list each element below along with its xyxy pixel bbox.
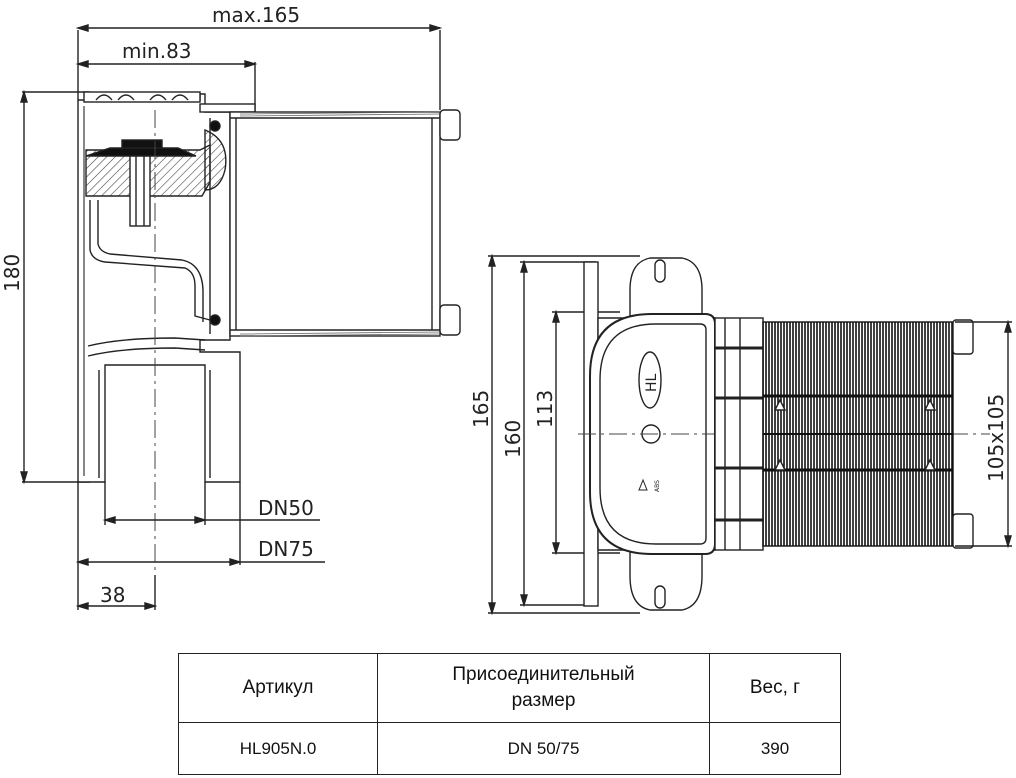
header-weight: Вес, г xyxy=(709,653,841,723)
label-min-83: min.83 xyxy=(122,39,192,63)
drawing-svg: max.165 min.83 180 xyxy=(0,3,1012,616)
label-160: 160 xyxy=(501,420,525,458)
cell-article: HL905N.0 xyxy=(178,722,378,775)
cell-weight: 390 xyxy=(709,722,841,775)
label-38: 38 xyxy=(100,583,125,607)
dim-160 xyxy=(520,259,596,608)
label-113: 113 xyxy=(533,390,557,428)
label-165: 165 xyxy=(469,390,493,428)
label-105x105: 105x105 xyxy=(984,394,1008,482)
dim-dn75 xyxy=(75,482,325,610)
dim-dn50 xyxy=(102,482,320,525)
logo-text: HL xyxy=(644,373,660,392)
dim-38 xyxy=(75,575,158,610)
valve-cap xyxy=(85,147,197,157)
table-header-row: Артикул Присоединительный размер Вес, г xyxy=(178,653,841,723)
label-dn75: DN75 xyxy=(258,537,314,561)
header-article: Артикул xyxy=(178,653,378,723)
top-lug xyxy=(629,257,703,319)
outlet-sleeve xyxy=(229,111,441,337)
spec-table: Артикул Присоединительный размер Вес, г … xyxy=(178,653,841,775)
dim-max-165 xyxy=(75,24,443,110)
header-connection-size: Присоединительный размер xyxy=(377,653,710,723)
label-dn50: DN50 xyxy=(258,496,314,520)
dim-165 xyxy=(488,253,640,616)
recycle-text: ABS xyxy=(654,480,661,492)
section-view: max.165 min.83 180 xyxy=(0,3,461,610)
hl-logo xyxy=(638,351,662,409)
label-max-165: max.165 xyxy=(212,3,300,27)
dim-105x105 xyxy=(955,319,1012,549)
bottom-lug xyxy=(629,547,703,611)
outlet-collar xyxy=(714,317,764,551)
label-180: 180 xyxy=(0,254,24,292)
recycle-icon: ABS xyxy=(638,478,661,492)
cell-connection-size: DN 50/75 xyxy=(377,722,710,775)
elevation-view: 165 160 113 HL xyxy=(469,253,1012,616)
table-row: HL905N.0 DN 50/75 390 xyxy=(178,722,841,775)
